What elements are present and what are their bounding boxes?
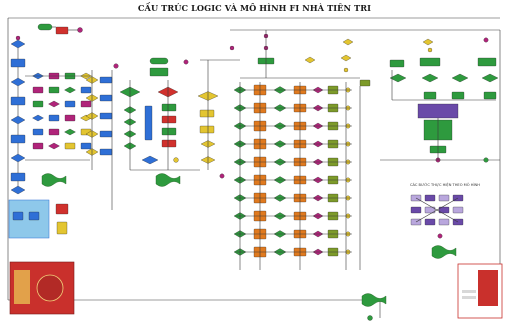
connector-node — [483, 37, 489, 43]
decision-node — [48, 142, 60, 150]
process-node — [80, 100, 92, 108]
process-node — [10, 172, 26, 182]
process-node — [99, 112, 113, 120]
process-node — [32, 142, 44, 150]
document-flag-node — [431, 245, 457, 259]
process-node — [423, 91, 437, 100]
connector-node — [113, 63, 119, 69]
process-node — [438, 206, 450, 214]
book-text-line — [462, 296, 476, 299]
process-node — [10, 58, 26, 68]
connector-node — [15, 35, 21, 41]
decision-node — [64, 128, 76, 136]
process-node — [32, 86, 44, 94]
decision-node — [141, 155, 159, 165]
process-node — [424, 206, 436, 214]
decision-node — [389, 73, 407, 83]
process-node — [424, 194, 436, 202]
book-cover-image — [478, 270, 498, 306]
decision-node — [10, 115, 26, 125]
decision-node — [422, 38, 434, 46]
process-node — [477, 57, 497, 67]
process-node — [99, 76, 113, 84]
process-node — [99, 94, 113, 102]
process-node — [12, 211, 24, 221]
process-node — [48, 128, 60, 136]
process-node — [451, 91, 465, 100]
process-node — [161, 127, 177, 136]
process-node — [161, 139, 177, 148]
diagram-title: CẤU TRÚC LOGIC VÀ MÔ HÌNH FI NHÀ TIÊN TR… — [137, 3, 372, 13]
process-node — [28, 211, 40, 221]
process-node — [55, 203, 69, 215]
process-node — [80, 86, 92, 94]
process-node — [424, 218, 436, 226]
process-node — [64, 114, 76, 122]
decision-node — [48, 100, 60, 108]
decision-node — [481, 73, 499, 83]
document-flag-node — [361, 293, 387, 307]
document-flag-node — [155, 173, 181, 187]
process-node — [10, 134, 26, 144]
process-node — [161, 115, 177, 124]
center-bar-node — [144, 105, 153, 141]
process-node — [199, 125, 215, 134]
connector-node — [367, 315, 373, 321]
process-node — [419, 57, 441, 67]
process-node — [199, 109, 215, 118]
process-node — [389, 59, 405, 68]
connector-node — [183, 59, 189, 65]
connector-node — [229, 45, 235, 51]
process-node — [99, 130, 113, 138]
process-node — [48, 86, 60, 94]
connector-line — [415, 197, 459, 223]
decision-node — [10, 77, 26, 87]
process-node — [32, 128, 44, 136]
process-node — [410, 206, 422, 214]
process-node — [10, 96, 26, 106]
decision-node — [340, 54, 352, 62]
connector-node — [343, 67, 349, 73]
document-flag-node — [41, 173, 67, 187]
process-node — [359, 79, 371, 87]
summary-node — [417, 103, 459, 119]
process-node — [452, 206, 464, 214]
process-node — [483, 91, 497, 100]
decision-node — [10, 153, 26, 163]
book-text-line — [462, 290, 476, 293]
terminal-node — [37, 23, 53, 31]
decision-node — [10, 185, 26, 195]
process-node — [48, 114, 60, 122]
terminal-node — [149, 57, 169, 65]
connector-node — [427, 47, 433, 53]
process-node — [32, 100, 44, 108]
process-node — [64, 142, 76, 150]
legend-caption: CÁC BƯỚC THỰC HIỆN THEO MÔ HÌNH — [410, 183, 480, 187]
decision-node — [64, 86, 76, 94]
start-process-node — [55, 26, 69, 35]
process-node — [438, 218, 450, 226]
process-node — [438, 194, 450, 202]
process-node — [99, 148, 113, 156]
decision-node — [451, 73, 469, 83]
decision-node — [342, 38, 354, 46]
decision-node — [421, 73, 439, 83]
process-node — [149, 67, 169, 77]
decision-node — [32, 114, 44, 122]
decision-node — [10, 39, 26, 49]
connector-node — [219, 173, 225, 179]
connector-node — [173, 157, 179, 163]
book-spine-image — [14, 270, 30, 304]
book-emblem-image — [36, 274, 64, 302]
connector-node — [437, 233, 443, 239]
connector-node — [77, 27, 83, 33]
decision-node — [304, 56, 316, 64]
process-node — [161, 103, 177, 112]
connector-node — [483, 157, 489, 163]
process-node — [64, 100, 76, 108]
process-node — [56, 221, 68, 235]
process-node — [80, 142, 92, 150]
